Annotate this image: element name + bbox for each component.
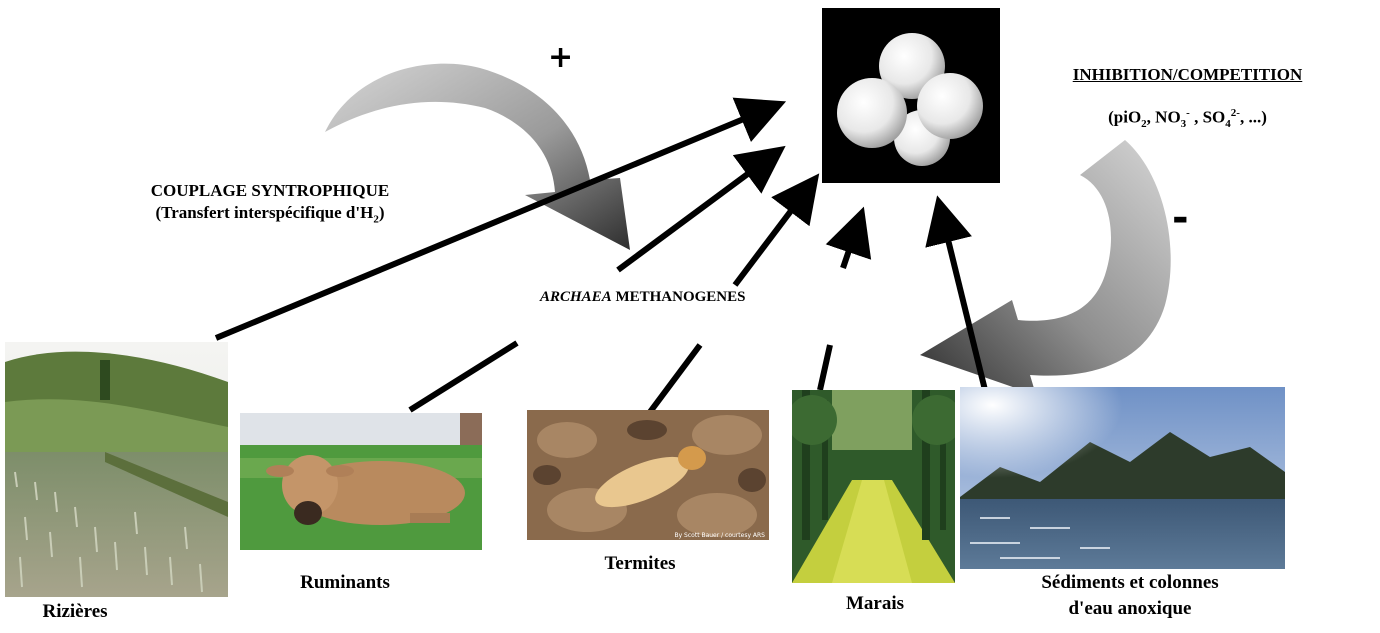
photo-marais — [792, 390, 955, 583]
arrow-marais-upper — [843, 218, 860, 268]
label-termites: Termites — [575, 553, 705, 575]
plus-sign: + — [548, 40, 573, 75]
arrow-termites-upper — [735, 183, 812, 285]
archaea-italic: ARCHAEA — [540, 289, 612, 305]
arrow-ruminants-lower — [410, 343, 517, 410]
inhibition-subtitle: (piO2, NO3- , SO42-, ...) — [1010, 102, 1365, 135]
hydrogen-atom-left — [837, 78, 907, 148]
coupling-subtitle: (Transfert interspécifique d'H2) — [100, 202, 440, 230]
coupling-title: COUPLAGE SYNTROPHIQUE — [100, 180, 440, 202]
coupling-label: COUPLAGE SYNTROPHIQUE (Transfert intersp… — [100, 180, 440, 230]
label-sediments-line1: Sédiments et colonnes — [985, 570, 1275, 596]
label-sediments-line2: d'eau anoxique — [985, 596, 1275, 622]
photo-termites: By Scott Bauer / courtesy ARS — [527, 410, 769, 540]
label-marais: Marais — [810, 593, 940, 615]
label-ruminants: Ruminants — [270, 572, 420, 594]
inhibition-title: INHIBITION/COMPETITION — [1010, 64, 1365, 86]
label-rizieres: Rizières — [5, 601, 145, 623]
arrow-ruminants-upper — [618, 153, 776, 270]
minus-sign: - — [1172, 195, 1189, 241]
hydrogen-atom-right — [917, 73, 983, 139]
photo-credit: By Scott Bauer / courtesy ARS — [674, 532, 765, 539]
photo-rizieres — [5, 342, 228, 597]
archaea-label: ARCHAEA METHANOGENES — [540, 289, 745, 306]
methane-molecule — [822, 8, 1000, 183]
photo-sediments — [960, 387, 1285, 569]
arrow-termites-lower — [650, 345, 700, 412]
label-sediments: Sédiments et colonnes d'eau anoxique — [985, 570, 1275, 622]
inhibition-label: INHIBITION/COMPETITION (piO2, NO3- , SO4… — [1010, 64, 1365, 135]
arrow-marais-lower — [820, 345, 830, 390]
photo-ruminants — [240, 413, 482, 550]
